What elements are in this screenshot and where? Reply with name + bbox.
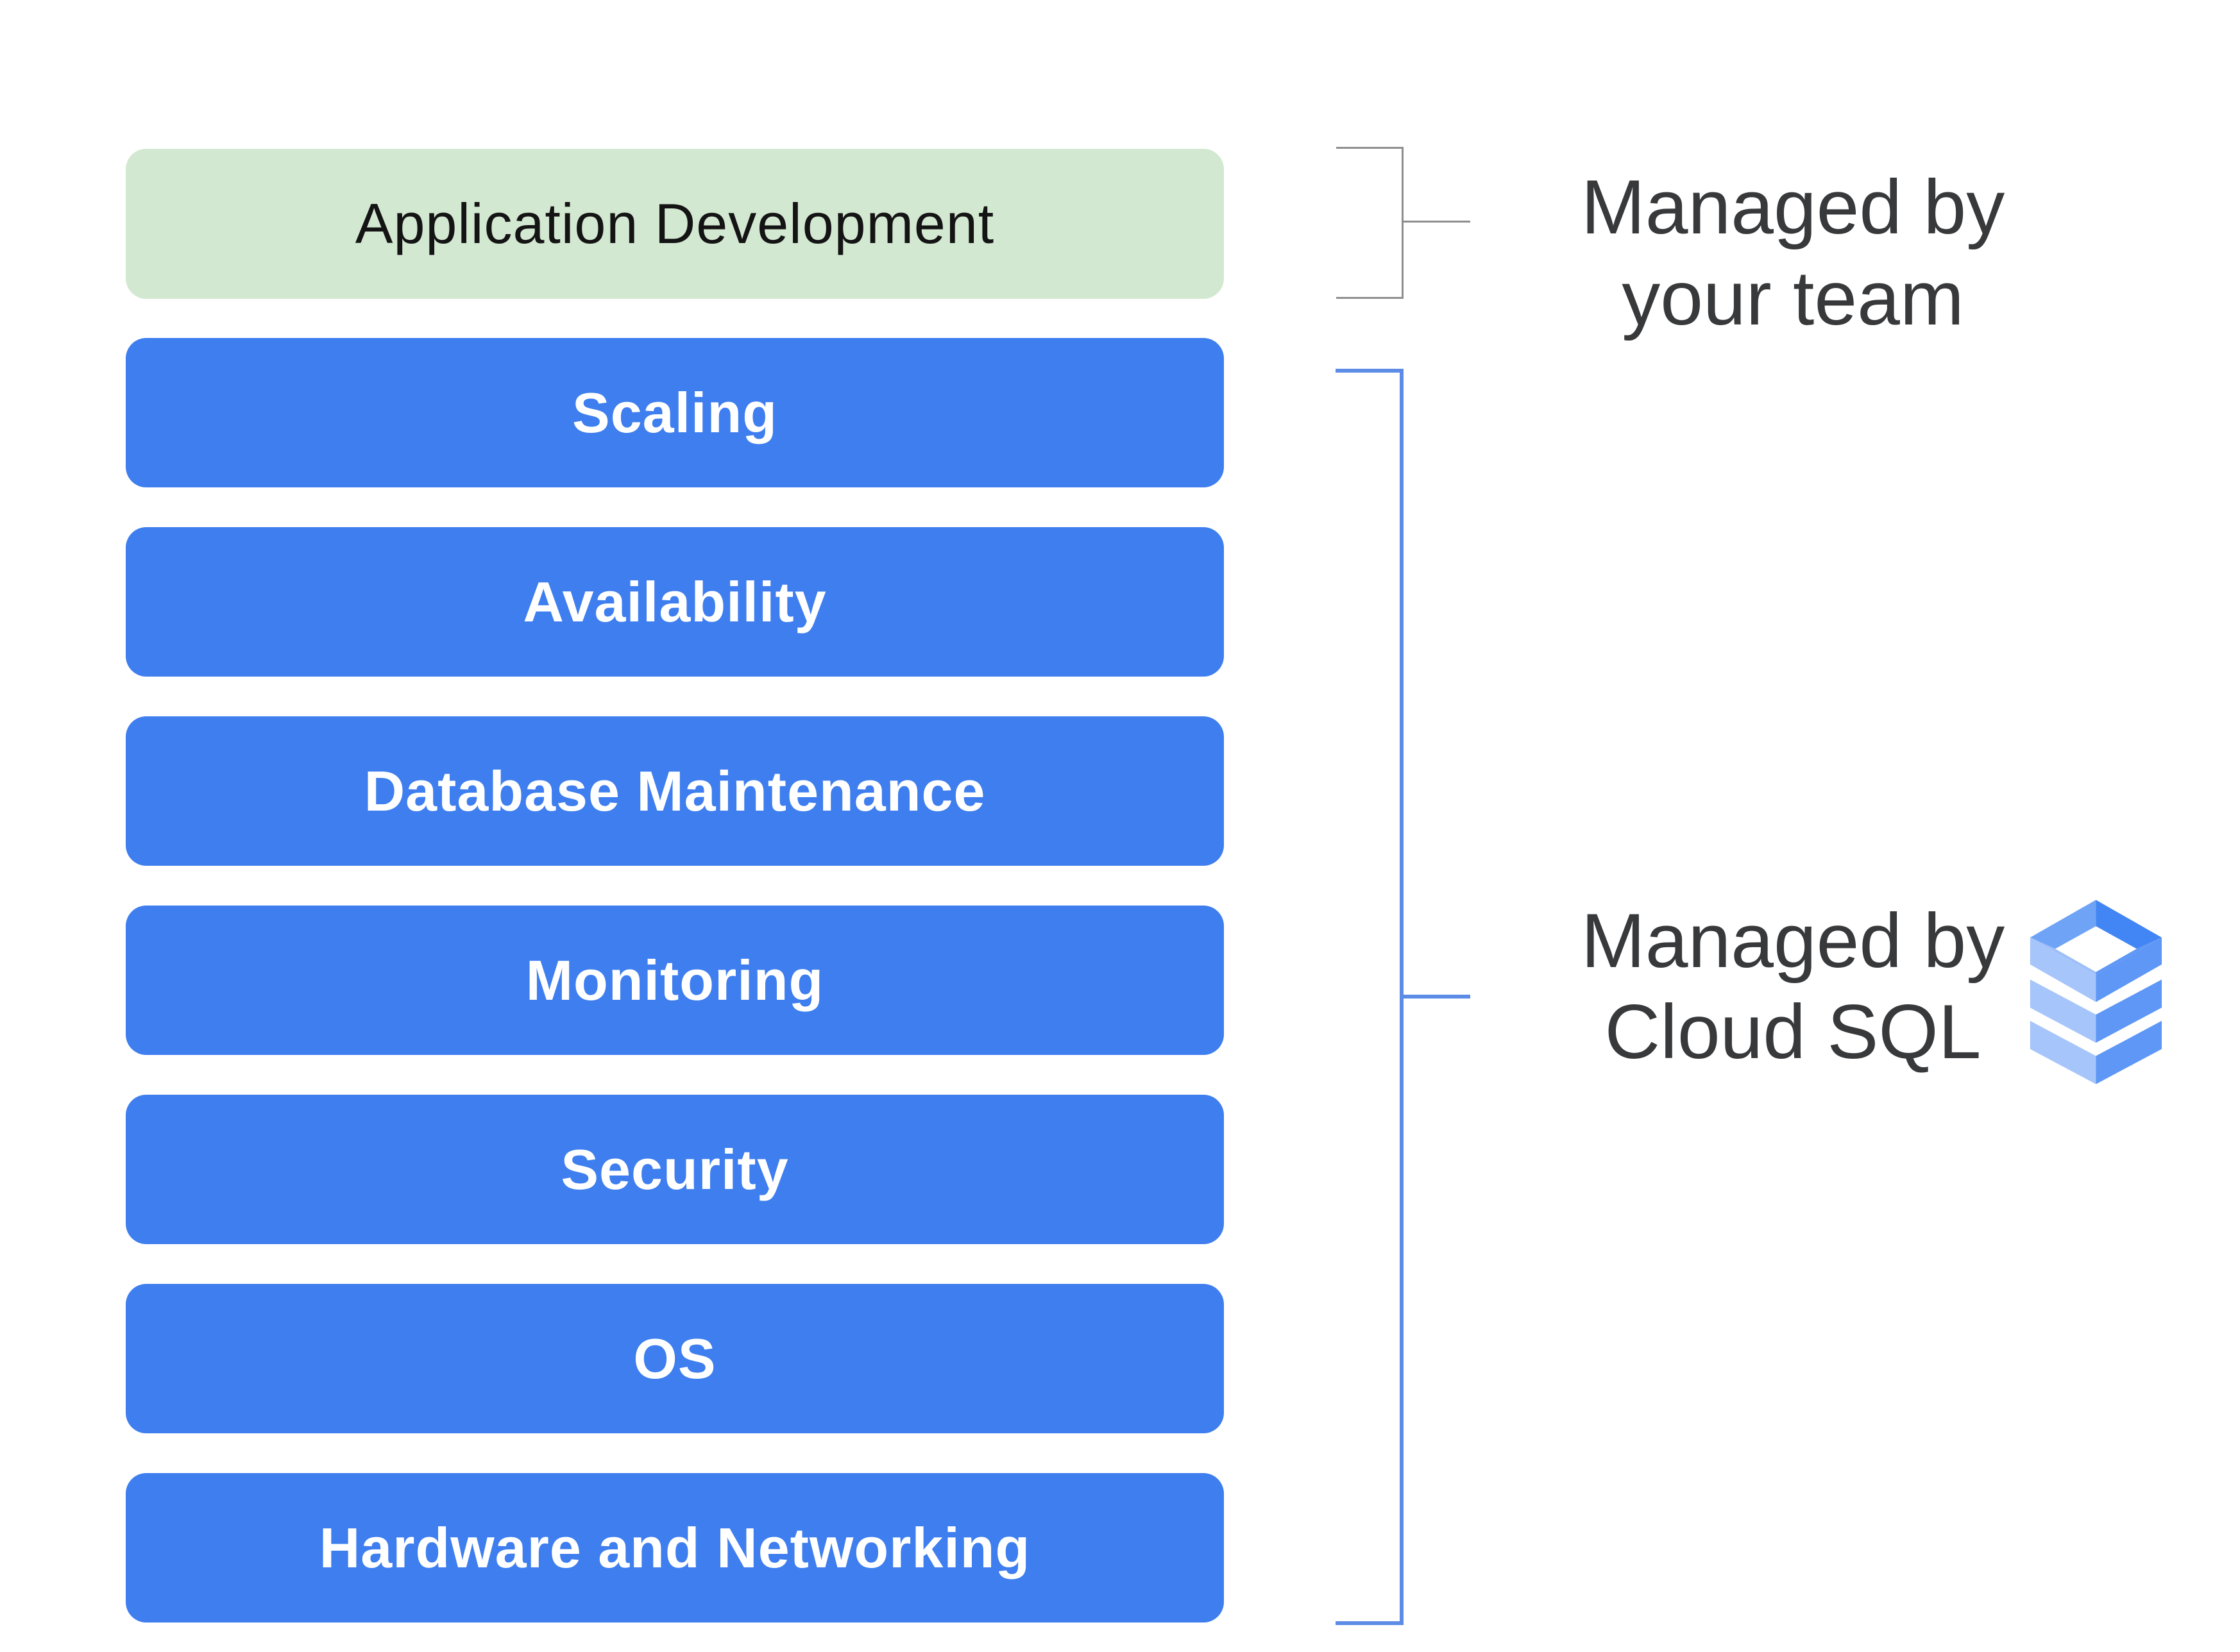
- managed-by-cloud-sql-line2: Cloud SQL: [1604, 989, 1981, 1075]
- application-development-label: Application Development: [355, 192, 995, 255]
- application-development-box: Application Development: [126, 149, 1224, 299]
- team-bracket-vertical-line: [1402, 147, 1404, 299]
- cloud-sql-icon-middle-slab-left-face: [2030, 979, 2096, 1043]
- managed-box-availability: Availability: [126, 527, 1224, 677]
- managed-box-label: OS: [633, 1326, 717, 1390]
- managed-by-your-team-label: Managed by your team: [1504, 162, 2082, 344]
- managed-box-label: Availability: [523, 569, 827, 634]
- cloud-sql-icon-bottom-slab-left-face: [2030, 1020, 2096, 1084]
- team-bracket-top-tick: [1336, 147, 1404, 149]
- team-bracket-bottom-tick: [1336, 297, 1404, 299]
- team-bracket-middle-tick: [1402, 221, 1470, 223]
- cloud-sql-icon-ring-top-left: [2030, 900, 2096, 949]
- managed-box-scaling: Scaling: [126, 338, 1224, 487]
- managed-by-cloud-sql-label: Managed by Cloud SQL: [1504, 895, 2082, 1077]
- cloud-sql-icon-top-slab-left-face: [2030, 937, 2096, 1002]
- cloud-sql-icon-middle-slab-right-face: [2096, 979, 2162, 1043]
- managed-box-label: Database Maintenance: [364, 759, 986, 823]
- managed-box-os: OS: [126, 1284, 1224, 1433]
- managed-box-label: Security: [561, 1137, 789, 1201]
- managed-box-security: Security: [126, 1095, 1224, 1244]
- cloud-sql-icon: [2030, 900, 2162, 1084]
- cloud-sql-icon-top-slab-right-face: [2096, 937, 2162, 1002]
- managed-by-your-team-line2: your team: [1622, 255, 1964, 341]
- cloud-sql-icon-ring-top-right: [2096, 900, 2162, 949]
- managed-box-label: Hardware and Networking: [319, 1515, 1031, 1580]
- managed-box-monitoring: Monitoring: [126, 906, 1224, 1055]
- managed-box-hardware-and-networking: Hardware and Networking: [126, 1473, 1224, 1622]
- managed-by-your-team-line1: Managed by: [1581, 164, 2005, 250]
- cloudsql-bracket-bottom-tick: [1336, 1621, 1404, 1625]
- managed-box-label: Monitoring: [525, 948, 824, 1012]
- managed-by-cloud-sql-line1: Managed by: [1581, 898, 2005, 984]
- managed-box-label: Scaling: [572, 380, 777, 444]
- managed-box-database-maintenance: Database Maintenance: [126, 716, 1224, 866]
- cloudsql-bracket-middle-tick: [1400, 995, 1470, 999]
- cloudsql-bracket-top-tick: [1336, 369, 1404, 373]
- cloud-sql-icon-bottom-slab-right-face: [2096, 1020, 2162, 1084]
